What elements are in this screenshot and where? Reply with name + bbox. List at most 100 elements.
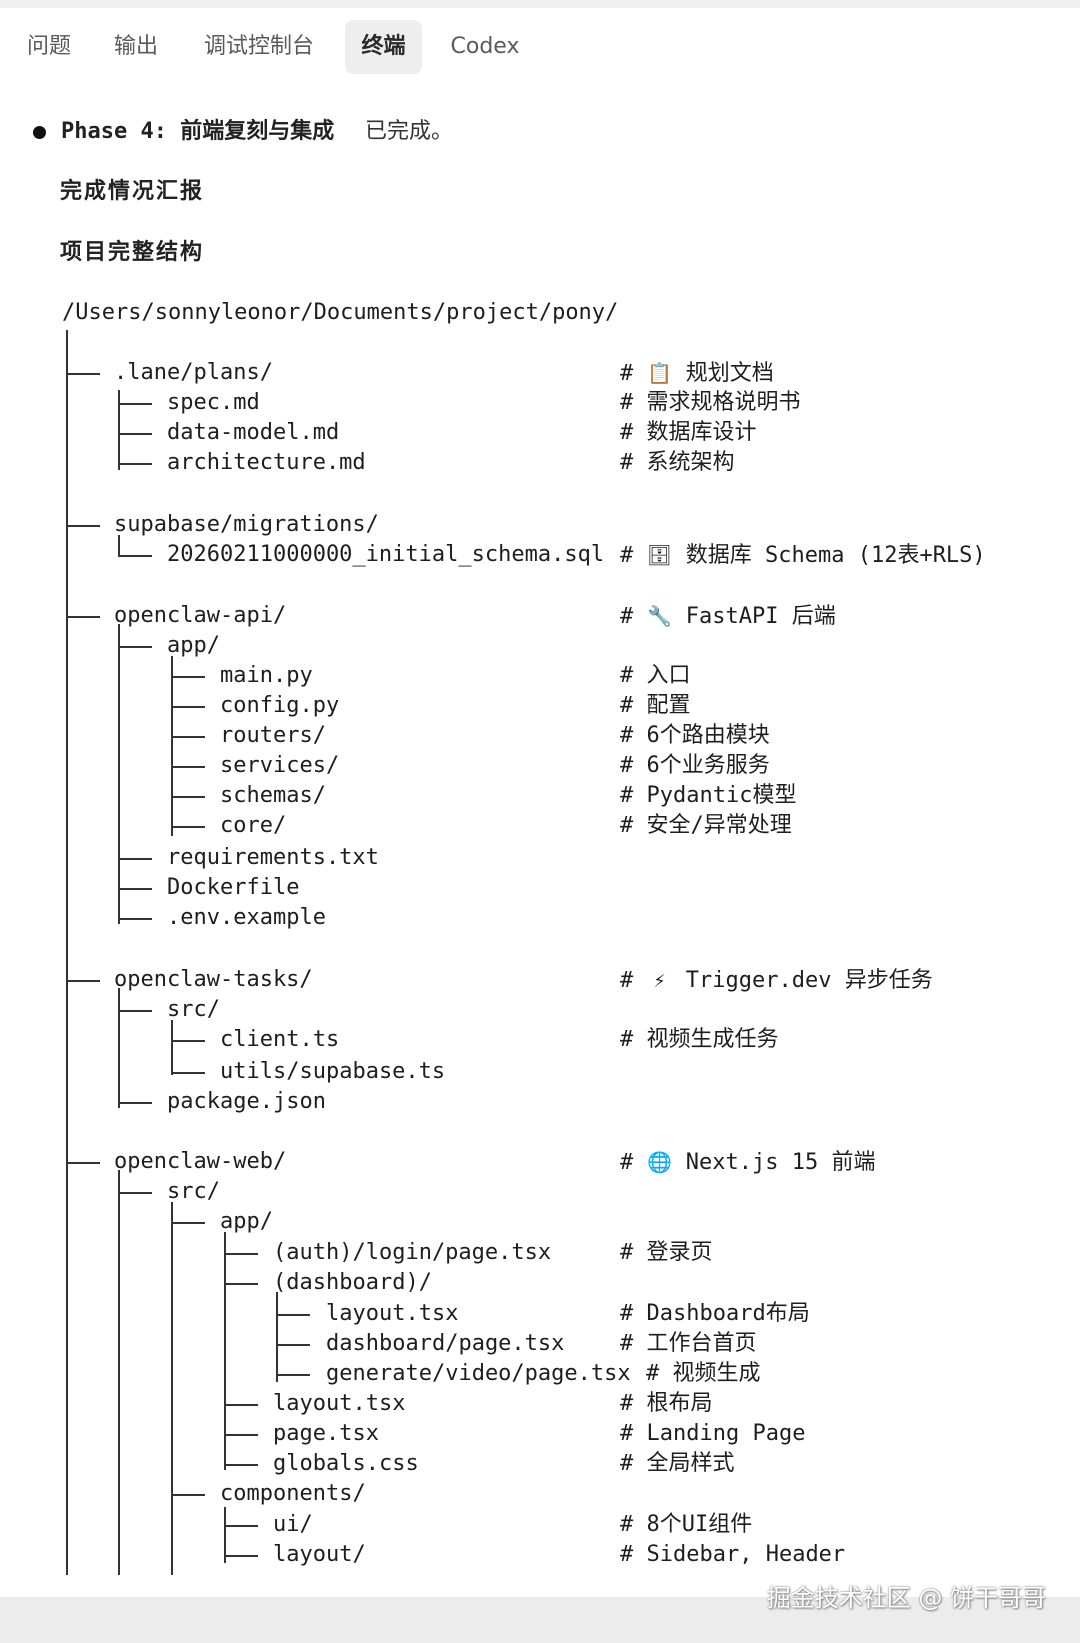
lightning-icon: ⚡ — [653, 968, 666, 992]
root-path: /Users/sonnyleonor/Documents/project/pon… — [62, 300, 619, 325]
tree-comment-tasks: # ⚡ Trigger.dev 异步任务 — [620, 965, 933, 995]
tree-file-config-py: config.py — [220, 693, 340, 718]
tree-comment-globals: # 全局样式 — [620, 1451, 735, 1476]
tree-dir-schemas: schemas/ — [220, 783, 326, 808]
tree-branch — [171, 766, 205, 768]
tree-comment-web: # 🌐 Next.js 15 前端 — [620, 1147, 875, 1177]
tree-comment-root-layout: # 根布局 — [620, 1391, 713, 1416]
tree-dir-layout: layout/ — [273, 1542, 366, 1567]
tree-dir-api-app: app/ — [167, 633, 220, 658]
tree-file-architecture: architecture.md — [167, 450, 366, 475]
tree-comment-dash-page: # 工作台首页 — [620, 1331, 757, 1356]
tree-comment-schema: # 🗄 数据库 Schema (12表+RLS) — [620, 540, 986, 570]
tab-debug-console[interactable]: 调试控制台 — [203, 34, 314, 59]
tree-branch — [224, 1464, 258, 1466]
tree-guide-web-src — [171, 1202, 173, 1575]
tree-branch — [118, 646, 152, 648]
tree-comment-layout-dir: # Sidebar, Header — [620, 1542, 846, 1567]
tree-comment-login: # 登录页 — [620, 1240, 713, 1265]
tree-comment-services: # 6个业务服务 — [620, 753, 770, 778]
tree-file-dockerfile: Dockerfile — [167, 875, 300, 900]
tree-guide-dashboard — [276, 1292, 278, 1382]
tree-branch — [224, 1283, 258, 1285]
tree-guide-supabase — [118, 535, 120, 557]
bottom-bar — [0, 1597, 1080, 1643]
tree-file-client-ts: client.ts — [220, 1027, 340, 1052]
bullet-icon — [33, 126, 46, 139]
tree-file-schema-sql: 20260211000000_initial_schema.sql — [167, 542, 605, 567]
tree-branch — [171, 706, 205, 708]
tree-branch — [224, 1525, 258, 1527]
tab-output[interactable]: 输出 — [113, 34, 158, 59]
tree-comment-architecture: # 系统架构 — [620, 450, 735, 475]
tree-comment-client-ts: # 视频生成任务 — [620, 1027, 779, 1052]
tree-branch — [171, 826, 205, 828]
tree-branch — [118, 1192, 152, 1194]
tree-comment-video-page: # 视频生成 — [646, 1361, 761, 1386]
tree-branch — [171, 1222, 205, 1224]
phase-title: Phase 4: 前端复刻与集成 — [61, 119, 335, 144]
tree-branch — [171, 796, 205, 798]
tree-dir-tasks: openclaw-tasks/ — [114, 967, 313, 992]
tree-dir-dashboard-group: (dashboard)/ — [273, 1270, 432, 1295]
tree-guide-web-app — [224, 1232, 226, 1470]
phase-status: 已完成。 — [365, 119, 454, 144]
tree-dir-supabase: supabase/migrations/ — [114, 512, 379, 537]
tree-dir-routers: routers/ — [220, 723, 326, 748]
tree-branch — [276, 1344, 310, 1346]
tree-guide-web — [118, 1170, 120, 1575]
tree-file-utils-supabase: utils/supabase.ts — [220, 1059, 446, 1084]
tree-dir-web-src: src/ — [167, 1179, 220, 1204]
globe-icon: 🌐 — [647, 1150, 672, 1174]
tree-branch — [224, 1404, 258, 1406]
tree-file-spec: spec.md — [167, 390, 260, 415]
tab-terminal[interactable]: 终端 — [345, 20, 422, 74]
tree-dir-web-app: app/ — [220, 1209, 273, 1234]
tree-file-dash-layout: layout.tsx — [326, 1301, 459, 1326]
tree-branch — [224, 1434, 258, 1436]
tree-branch — [66, 373, 100, 375]
tree-guide-tasks — [118, 988, 120, 1108]
tree-file-login-page: (auth)/login/page.tsx — [273, 1240, 552, 1265]
tree-comment-api: # 🔧 FastAPI 后端 — [620, 601, 836, 631]
tree-comment-lane: # 📋 规划文档 — [620, 358, 774, 388]
tree-branch — [171, 1072, 205, 1074]
tree-branch — [118, 403, 152, 405]
tree-file-root-page: page.tsx — [273, 1421, 379, 1446]
tree-branch — [171, 1040, 205, 1042]
tree-branch — [171, 676, 205, 678]
tree-branch — [66, 616, 100, 618]
tree-file-root-layout: layout.tsx — [273, 1391, 406, 1416]
watermark: 掘金技术社区 @ 饼干哥哥 — [766, 1584, 1046, 1612]
tree-branch — [66, 980, 100, 982]
tree-branch — [118, 858, 152, 860]
tree-file-dash-page: dashboard/page.tsx — [326, 1331, 565, 1356]
tree-comment-main-py: # 入口 — [620, 663, 691, 688]
tree-file-data-model: data-model.md — [167, 420, 340, 445]
tree-branch — [118, 918, 152, 920]
tree-comment-data-model: # 数据库设计 — [620, 420, 757, 445]
tree-branch — [224, 1555, 258, 1557]
tree-file-video-page: generate/video/page.tsx — [326, 1361, 631, 1386]
tree-comment-config-py: # 配置 — [620, 693, 691, 718]
tree-guide-level0 — [66, 330, 68, 1575]
tree-branch — [118, 463, 152, 465]
tree-dir-core: core/ — [220, 813, 287, 838]
tab-codex[interactable]: Codex — [450, 34, 520, 59]
tree-comment-core: # 安全/异常处理 — [620, 813, 792, 838]
tab-problems[interactable]: 问题 — [26, 34, 71, 59]
clipboard-icon: 📋 — [647, 361, 672, 385]
report-heading: 完成情况汇报 — [60, 179, 205, 204]
tree-guide-tasks-src — [171, 1020, 173, 1075]
tree-file-globals-css: globals.css — [273, 1451, 419, 1476]
tree-dir-components: components/ — [220, 1481, 366, 1506]
tree-branch — [118, 888, 152, 890]
tree-guide-api-app — [171, 656, 173, 836]
tree-comment-routers: # 6个路由模块 — [620, 723, 770, 748]
tree-branch — [118, 555, 152, 557]
tree-guide-components — [224, 1507, 226, 1563]
tree-branch — [276, 1374, 310, 1376]
tree-guide-api — [118, 624, 120, 924]
tree-guide-plans — [118, 390, 120, 470]
